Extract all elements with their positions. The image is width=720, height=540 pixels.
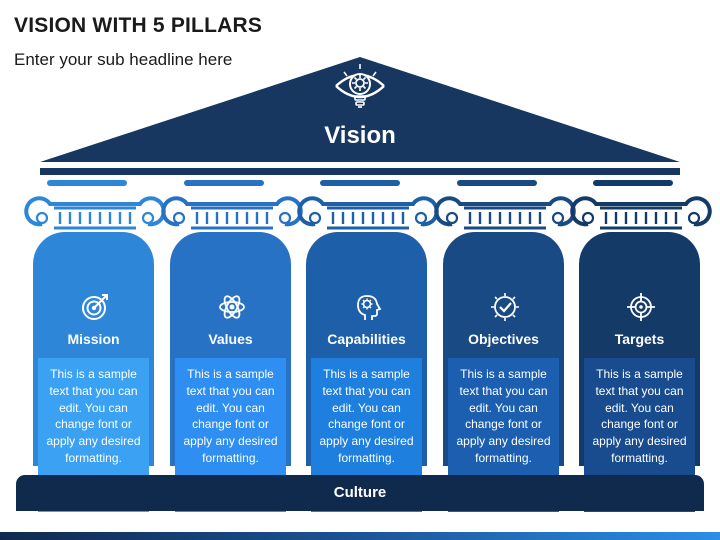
pillar-objectives: Objectives This is a sample text that yo…: [430, 180, 580, 512]
pillar-mission: Mission This is a sample text that you c…: [20, 180, 170, 512]
pillar-values: Values This is a sample text that you ca…: [157, 180, 307, 512]
pillar-text: This is a sample text that you can edit.…: [319, 367, 414, 465]
pillar-text: This is a sample text that you can edit.…: [183, 367, 278, 465]
pillar-text: This is a sample text that you can edit.…: [592, 367, 687, 465]
pillar-label: Objectives: [468, 331, 539, 347]
pillar-top-bar: [47, 180, 127, 186]
pillar-label: Mission: [67, 331, 120, 347]
pillar-shaft: Mission This is a sample text that you c…: [33, 232, 154, 512]
roof-label: Vision: [324, 122, 396, 149]
base-label: Culture: [333, 484, 387, 501]
pillar-shaft: Objectives This is a sample text that yo…: [443, 232, 564, 512]
bottom-accent-strip: [0, 532, 720, 540]
pillar-label: Values: [208, 331, 253, 347]
pillar-shaft: Targets This is a sample text that you c…: [579, 232, 700, 512]
pillar-shaft: Capabilities This is a sample text that …: [306, 232, 427, 512]
pillar-top-bar: [320, 180, 400, 186]
target-arrow-icon: [80, 292, 110, 322]
page-subtitle: Enter your sub headline here: [14, 50, 233, 69]
pillar-capabilities: Capabilities This is a sample text that …: [293, 180, 443, 512]
pillar-top-bar: [593, 180, 673, 186]
base-foundation: Culture: [16, 475, 704, 511]
crosshair-icon: [626, 292, 656, 322]
roof-triangle: [40, 57, 680, 162]
roof-beam: [40, 168, 680, 175]
page-title: VISION WITH 5 PILLARS: [14, 14, 263, 37]
pillar-text: This is a sample text that you can edit.…: [456, 367, 551, 465]
pillar-label: Capabilities: [327, 331, 406, 347]
pillar-label: Targets: [614, 331, 665, 347]
pillar-text: This is a sample text that you can edit.…: [46, 367, 141, 465]
pillar-top-bar: [457, 180, 537, 186]
pillar-targets: Targets This is a sample text that you c…: [566, 180, 716, 512]
atom-icon: [217, 292, 247, 322]
pillar-shaft: Values This is a sample text that you ca…: [170, 232, 291, 512]
eye-lightbulb-gear-icon: [333, 64, 387, 118]
head-gears-icon: [353, 292, 383, 322]
badge-check-icon: [490, 292, 520, 322]
pillar-capital: [570, 196, 712, 230]
pillar-top-bar: [184, 180, 264, 186]
